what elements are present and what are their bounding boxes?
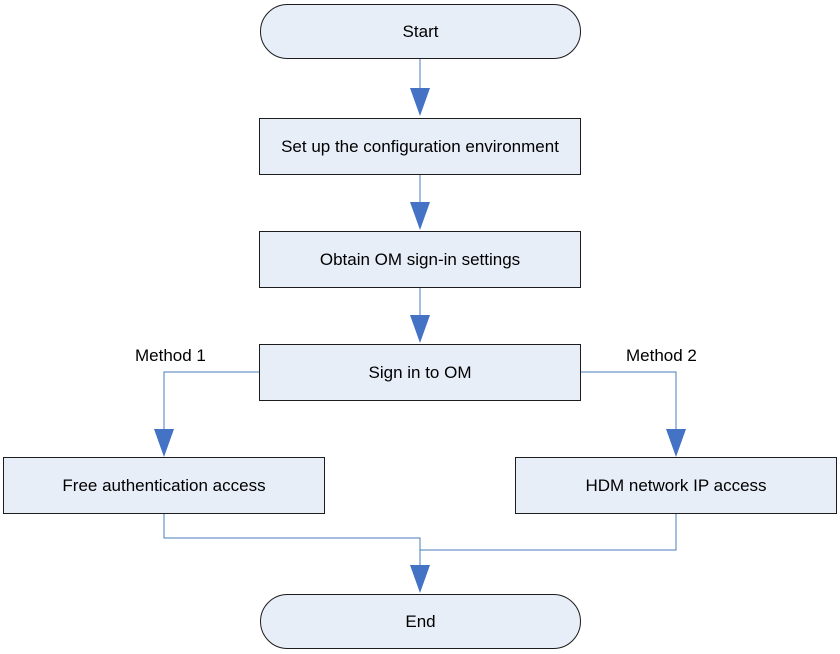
hdm-network-ip-label: HDM network IP access	[585, 475, 767, 495]
arrowhead-hdm	[666, 429, 686, 457]
arrowhead-free-auth	[154, 429, 174, 457]
sign-in-step: Sign in to OM	[259, 344, 581, 401]
free-authentication-label: Free authentication access	[62, 475, 266, 495]
connector-method2	[580, 371, 677, 430]
arrowhead-setup	[410, 88, 430, 116]
setup-environment-label: Set up the configuration environment	[281, 136, 559, 156]
end-node-label: End	[405, 611, 436, 631]
connector-free-auth-end	[163, 514, 421, 566]
start-node-label: Start	[402, 21, 439, 41]
connector-hdm-end	[420, 514, 677, 551]
arrowhead-obtain	[410, 202, 430, 230]
method-2-label: Method 2	[626, 346, 697, 365]
obtain-settings-step: Obtain OM sign-in settings	[259, 231, 581, 288]
start-node: Start	[260, 4, 581, 59]
free-authentication-step: Free authentication access	[3, 457, 325, 514]
end-node: End	[260, 594, 581, 649]
sign-in-label: Sign in to OM	[368, 362, 472, 382]
method-1-label: Method 1	[135, 346, 206, 365]
arrowhead-signin	[410, 315, 430, 343]
obtain-settings-label: Obtain OM sign-in settings	[319, 249, 521, 269]
hdm-network-ip-step: HDM network IP access	[515, 457, 837, 514]
setup-environment-step: Set up the configuration environment	[259, 118, 581, 175]
arrowhead-end	[410, 565, 430, 593]
connector-method1	[163, 371, 260, 430]
